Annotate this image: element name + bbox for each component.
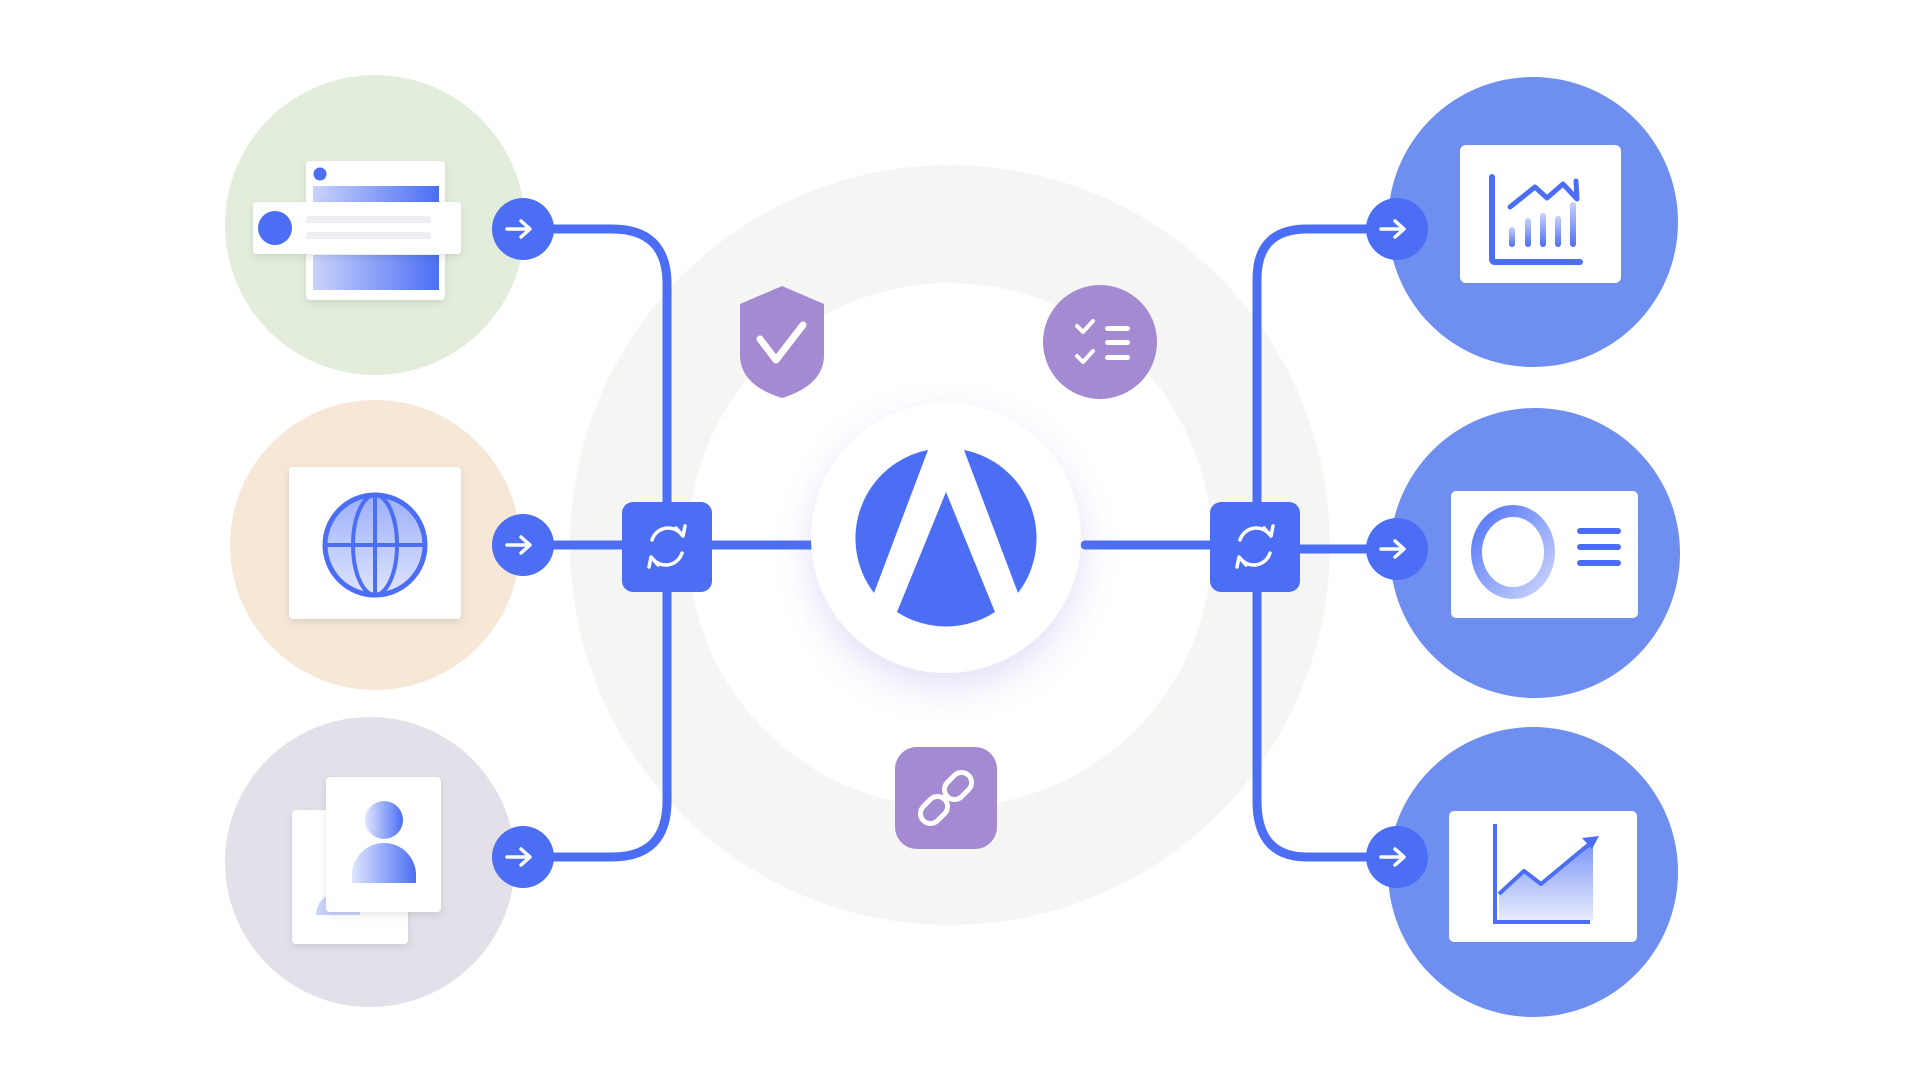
profile-card-icon: [1451, 491, 1638, 618]
hub: [811, 403, 1081, 673]
bar-line-chart-icon: [1460, 145, 1621, 283]
arrow-right-icon: [1366, 198, 1428, 260]
brand-logo-icon: [855, 450, 1037, 627]
web-form-icon: [253, 161, 461, 300]
arrow-right-icon: [1366, 518, 1428, 580]
checklist-icon: [1043, 285, 1157, 399]
user-profile-icon: [292, 777, 441, 944]
arrow-right-icon: [492, 198, 554, 260]
globe-icon: [289, 467, 461, 619]
area-chart-icon: [1449, 811, 1637, 942]
arrow-right-icon: [492, 826, 554, 888]
sync-icon: [622, 502, 712, 592]
arrow-right-icon: [1366, 826, 1428, 888]
sync-icon: [1210, 502, 1300, 592]
arrow-right-icon: [492, 514, 554, 576]
link-icon: [895, 747, 997, 849]
shield-check-icon: [740, 286, 824, 398]
left-trunk: [518, 224, 672, 862]
